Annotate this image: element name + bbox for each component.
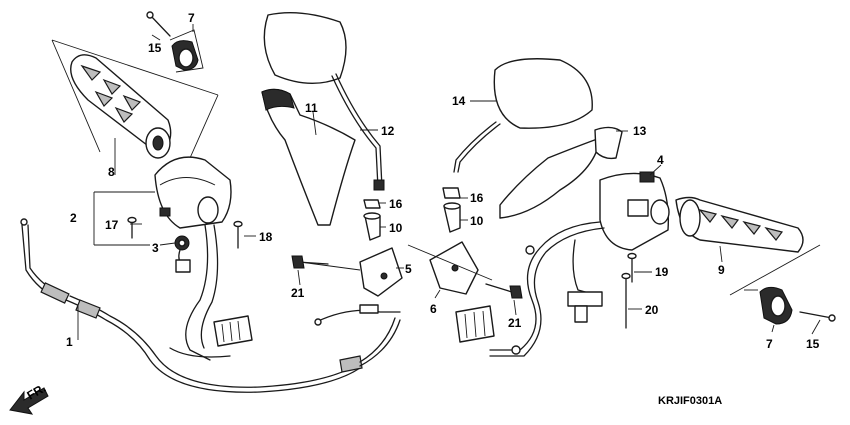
left-wiring-harness [169, 224, 253, 361]
label-part-20: 20 [645, 303, 659, 317]
label-part-17: 17 [105, 218, 119, 232]
bolt-21-right [485, 283, 523, 299]
label-part-10-left: 10 [389, 221, 403, 235]
label-part-2: 2 [70, 211, 77, 225]
right-switch-housing [599, 171, 670, 251]
label-part-6: 6 [430, 302, 437, 316]
left-switch-housing [93, 156, 232, 246]
label-part-5: 5 [405, 262, 412, 276]
screw-18 [233, 220, 243, 249]
label-part-16-left: 16 [389, 197, 403, 211]
label-part-21-left: 21 [291, 286, 305, 300]
label-part-13: 13 [633, 124, 647, 138]
nut-16-left [363, 199, 381, 209]
right-mirror-cover [499, 126, 623, 219]
left-grip-part [51, 39, 219, 159]
leader-lines [77, 24, 821, 340]
label-part-7-right: 7 [766, 337, 773, 351]
right-bar-end-screw [799, 311, 836, 322]
label-part-9: 9 [718, 263, 725, 277]
drawing-code: KRJIF0301A [658, 395, 722, 407]
adapter-10-left [363, 212, 381, 241]
left-mirror-cover [261, 88, 356, 226]
label-part-3: 3 [152, 241, 159, 255]
adapter-10-right [443, 202, 461, 233]
clamp-3 [174, 235, 190, 251]
label-part-21-right: 21 [508, 316, 522, 330]
right-wiring-harness [455, 221, 605, 357]
label-part-10-right: 10 [470, 214, 484, 228]
part-number-labels: 1 2 3 4 5 6 7 7 8 9 10 10 11 12 13 14 15… [66, 11, 820, 351]
label-part-12: 12 [381, 124, 395, 138]
label-part-19: 19 [655, 265, 669, 279]
right-grip-part [675, 196, 821, 296]
bracket-6 [407, 241, 493, 295]
label-part-16-right: 16 [470, 191, 484, 205]
label-part-1: 1 [66, 335, 73, 349]
screw-20 [621, 272, 631, 329]
label-part-14: 14 [452, 94, 466, 108]
bolt-21-left [291, 255, 329, 269]
screw-19 [627, 252, 637, 283]
label-part-15-left: 15 [148, 41, 162, 55]
bracket-5 [299, 247, 403, 297]
throttle-cable [20, 218, 401, 393]
left-mirror-head [263, 11, 385, 191]
screw-17 [127, 216, 137, 239]
label-part-8: 8 [108, 165, 115, 179]
nut-16-right [442, 187, 461, 199]
front-direction-arrow-icon [9, 387, 49, 415]
right-bar-end-weight [744, 286, 793, 325]
right-mirror-head [453, 58, 593, 173]
label-part-15-right: 15 [806, 337, 820, 351]
label-part-11: 11 [305, 101, 318, 115]
left-bar-end-screw [146, 11, 171, 37]
label-part-4: 4 [657, 153, 664, 167]
left-bar-end-weight [169, 29, 204, 73]
label-part-7-left: 7 [188, 11, 195, 25]
label-part-18: 18 [259, 230, 273, 244]
